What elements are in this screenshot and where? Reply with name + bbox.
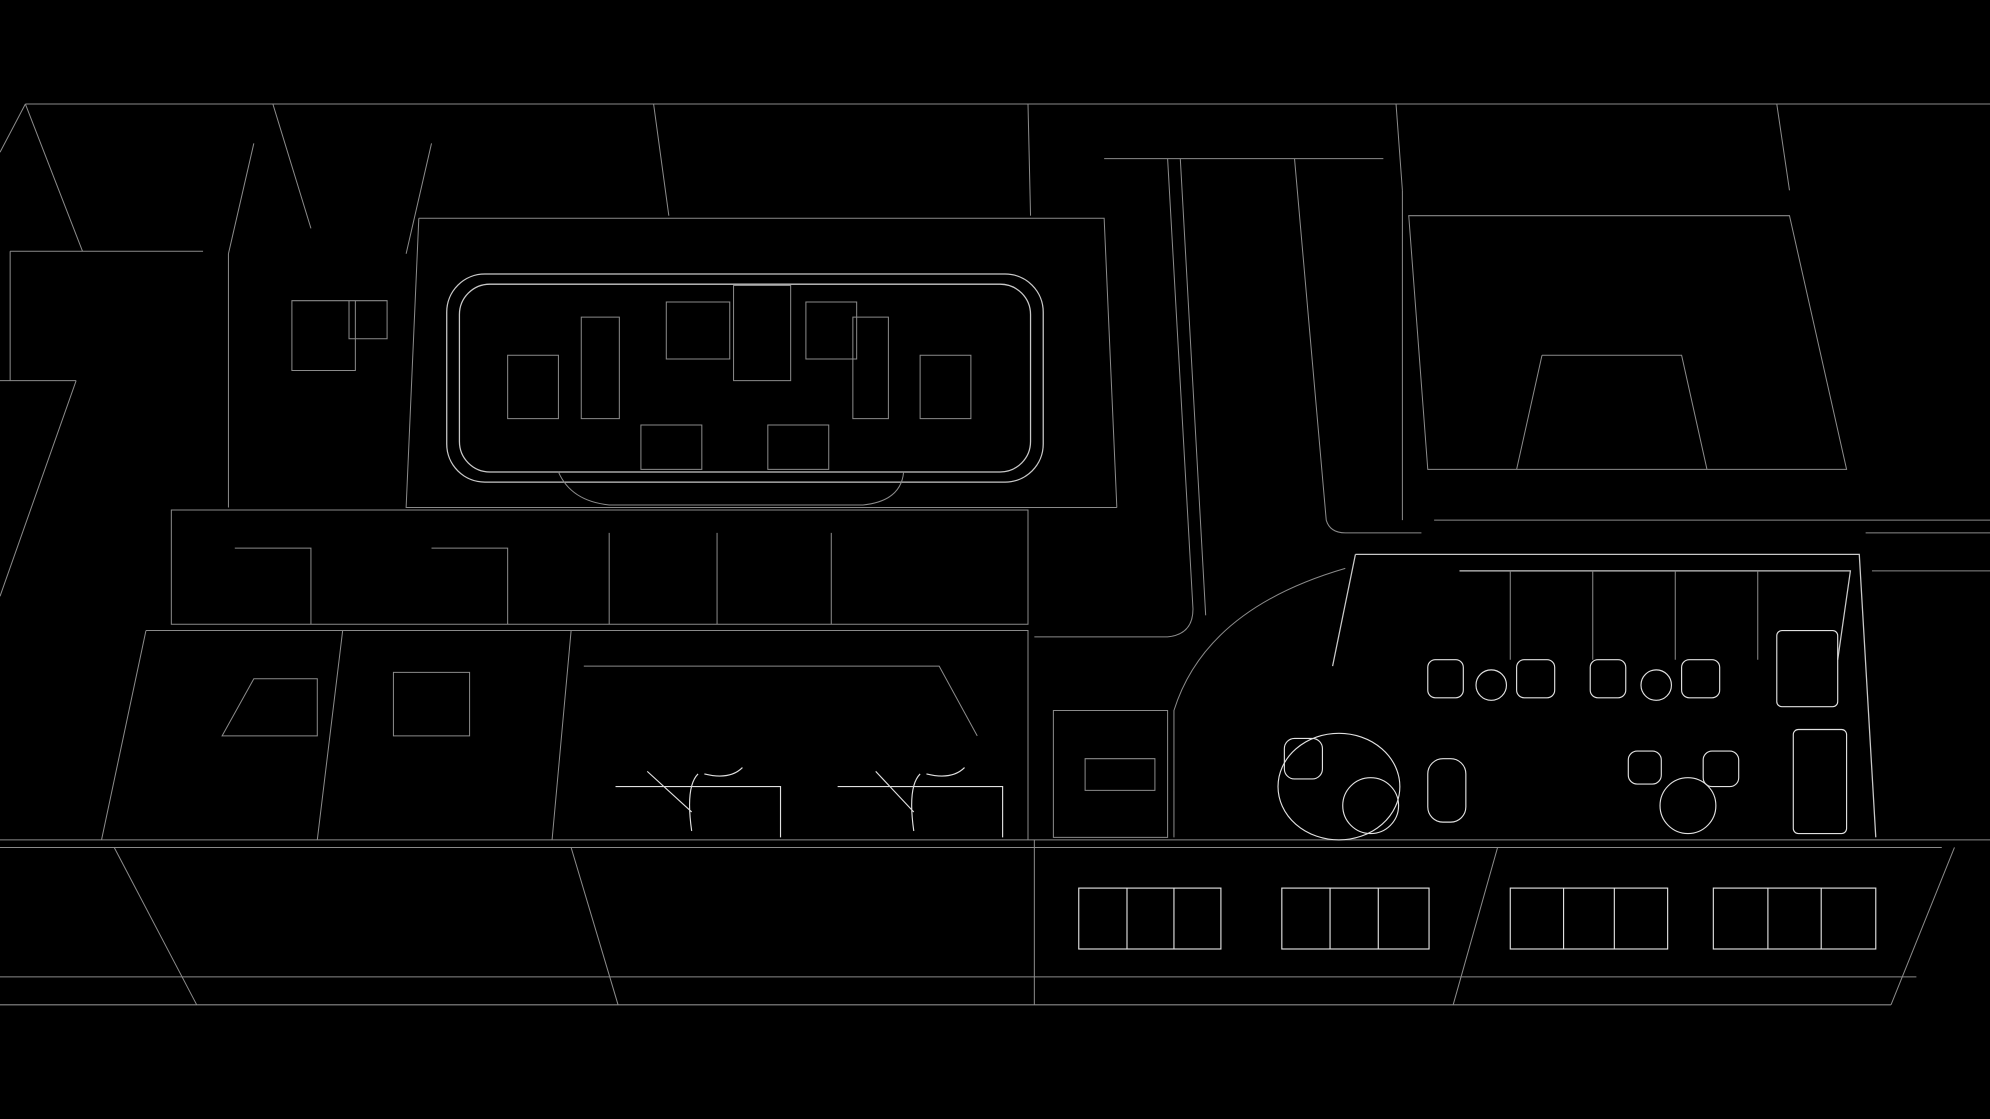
right-rooms — [1401, 190, 1990, 572]
windows — [1078, 887, 1877, 950]
outer-walls — [0, 103, 1990, 1006]
lounge-area — [1277, 553, 1877, 841]
plant-desks — [615, 767, 1004, 838]
corridor — [1034, 158, 1422, 838]
left-rooms — [101, 143, 1029, 840]
central-room — [405, 217, 1118, 508]
